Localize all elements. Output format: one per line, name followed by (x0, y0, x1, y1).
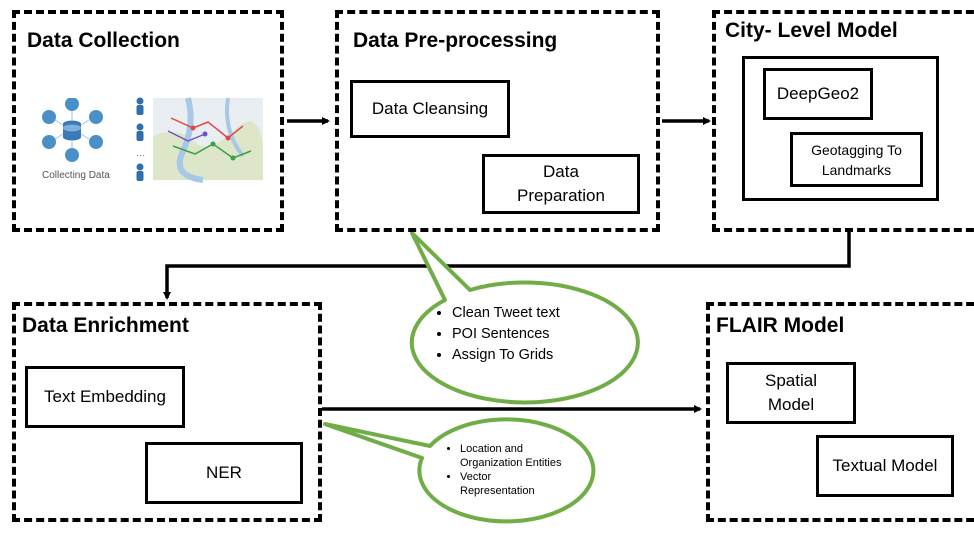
callout-bubble-enrichment (323, 417, 596, 524)
city-level-model-section (712, 10, 974, 232)
flair-model-section (706, 302, 974, 522)
twitter-bird-icon (42, 98, 103, 162)
data-preparation-box: Data Preparation (482, 154, 640, 214)
arrow-city-to-enrichment (163, 231, 851, 300)
svg-text:…: … (136, 148, 145, 158)
ner-box: NER (145, 442, 303, 504)
data-cleansing-box: Data Cleansing (350, 80, 510, 138)
data-preprocessing-title: Data Pre-processing (353, 29, 558, 52)
callout-item: Location and Organization Entities (460, 443, 564, 470)
data-collection-title: Data Collection (27, 29, 180, 52)
text-embedding-box: Text Embedding (25, 366, 185, 428)
deepgeo2-box: DeepGeo2 (763, 68, 873, 120)
spatial-model-box: Spatial Model (726, 362, 856, 424)
callout-item: Vector Representation (460, 471, 564, 498)
database-icon (63, 120, 81, 141)
map-thumbnail (153, 97, 263, 183)
city-level-model-title: City- Level Model (725, 19, 898, 42)
callout-item: Clean Tweet text (452, 303, 624, 324)
textual-model-box: Textual Model (816, 435, 954, 497)
flair-model-title: FLAIR Model (716, 314, 845, 337)
callout-item: Assign To Grids (452, 345, 624, 366)
collecting-data-caption: Collecting Data (42, 170, 110, 181)
enrichment-callout-text: Location and Organization Entities Vecto… (446, 443, 564, 499)
callout-item: POI Sentences (452, 324, 624, 345)
preprocessing-callout-text: Clean Tweet text POI Sentences Assign To… (434, 303, 624, 366)
person-icon (136, 97, 144, 181)
user-map-illustration: … (136, 97, 263, 183)
data-collection-section (12, 10, 284, 232)
data-preprocessing-section (335, 10, 660, 232)
geotagging-landmarks-box: Geotagging To Landmarks (790, 132, 923, 187)
data-enrichment-section (12, 302, 322, 522)
data-enrichment-title: Data Enrichment (22, 314, 189, 337)
callout-bubble-preprocessing (409, 231, 640, 405)
collecting-data-illustration (42, 98, 103, 162)
